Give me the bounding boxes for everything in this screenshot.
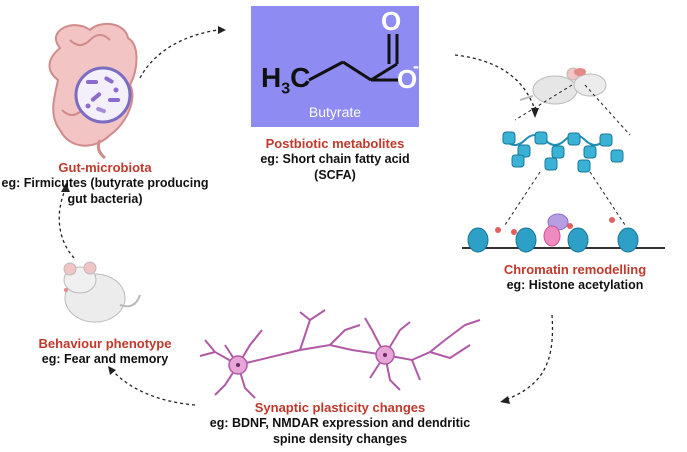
subscript-3: 3 <box>281 80 291 98</box>
hydrogen-label: H <box>261 62 282 93</box>
chromatin-line1: eg: Histone acetylation <box>506 278 644 292</box>
postbiotic-line2: (SCFA) <box>314 168 356 182</box>
oxygen-top-label: O <box>381 6 402 36</box>
neuron-icons <box>199 309 481 399</box>
chromatin-block: Chromatin remodelling eg: Histone acetyl… <box>470 262 680 293</box>
gut-line2: gut bacteria) <box>67 192 143 206</box>
carbon-label: C <box>290 62 311 93</box>
postbiotic-line1: eg: Short chain fatty acid <box>260 152 410 166</box>
postbiotic-title: Postbiotic metabolites <box>265 136 405 151</box>
arrow-gut-to-butyrate <box>139 29 219 79</box>
behaviour-line1: eg: Fear and memory <box>41 352 169 366</box>
butyrate-structure-panel: H3C O O - Butyrate <box>251 6 419 127</box>
chromatin-title: Chromatin remodelling <box>503 262 647 277</box>
behaviour-block: Behaviour phenotype eg: Fear and memory <box>10 336 200 367</box>
mouse-icon-top <box>519 67 607 105</box>
behaviour-title: Behaviour phenotype <box>38 336 172 351</box>
butyrate-name: Butyrate <box>308 104 362 120</box>
synaptic-block: Synaptic plasticity changes eg: BDNF, NM… <box>190 400 490 447</box>
postbiotic-block: Postbiotic metabolites eg: Short chain f… <box>230 136 440 183</box>
mouse-icon-left <box>63 261 141 323</box>
methyl-group: H3C <box>261 62 310 99</box>
negative-charge: - <box>413 56 419 76</box>
synaptic-title: Synaptic plasticity changes <box>254 400 426 415</box>
butyrate-skeletal-formula <box>308 34 401 82</box>
arrowheads <box>61 26 539 404</box>
arrow-butyrate-to-chromatin <box>454 54 536 111</box>
arrow-synaptic-to-behaviour <box>111 369 196 406</box>
gut-block: Gut-microbiota eg: Firmicutes (butyrate … <box>0 160 210 207</box>
chromatin-fiber-icon <box>502 131 624 173</box>
gut-line1: eg: Firmicutes (butyrate producing <box>1 176 209 190</box>
oxygen-right-label: O <box>397 64 418 94</box>
synaptic-line1: eg: BDNF, NMDAR expression and dendritic <box>209 416 471 430</box>
bacteria-magnifier-icon <box>74 66 132 124</box>
gut-title: Gut-microbiota <box>58 160 152 175</box>
arrow-chromatin-to-synaptic <box>504 314 554 401</box>
synaptic-line2: spine density changes <box>272 432 408 446</box>
cycle-arrows <box>58 29 554 406</box>
arrow-behaviour-to-gut <box>58 189 75 259</box>
nucleosome-dna-icon <box>462 213 665 253</box>
